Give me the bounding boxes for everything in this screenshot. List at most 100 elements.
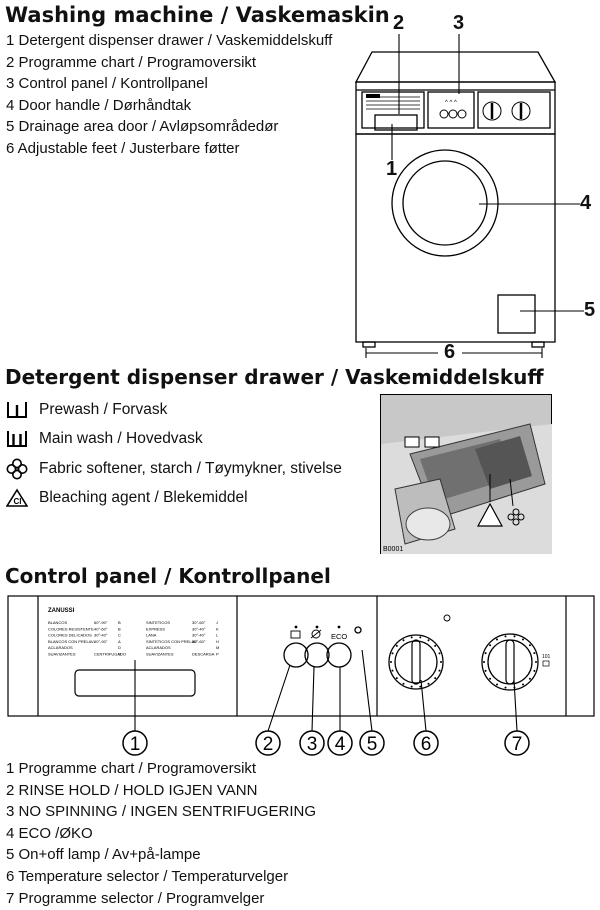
bleaching-agent-label: Bleaching agent / Blekemiddel: [39, 489, 248, 507]
list-item: 4 ECO /ØKO: [6, 824, 93, 842]
main-wash-label: Main wash / Hovedvask: [39, 430, 203, 448]
rinse-hold-button[interactable]: [283, 642, 309, 668]
svg-text:Cl: Cl: [14, 497, 22, 506]
section-title-control-panel: Control panel / Kontrollpanel: [5, 564, 331, 588]
programme-chart-name: LANA: [146, 633, 157, 638]
programme-chart-code: B: [118, 626, 121, 631]
dial-tick: [427, 682, 430, 685]
programme-chart-code: A: [118, 639, 121, 644]
eco-button[interactable]: [326, 642, 352, 668]
fabric-softener-label: Fabric softener, starch / Tøymykner, sti…: [39, 459, 342, 477]
programme-chart-temp: 30°-40°: [192, 633, 206, 638]
dial-tick: [535, 661, 537, 663]
list-item: 5 On+off lamp / Av+på-lampe: [6, 846, 201, 864]
dial-tick: [395, 677, 398, 680]
dial-tick: [438, 652, 441, 655]
callout-4: 4: [580, 192, 592, 214]
programme-chart-temp: 30°-40°: [192, 626, 206, 631]
programme-chart-code: C: [118, 633, 121, 638]
programme-chart-name: SUAVIZANTES: [146, 652, 174, 657]
programme-selector-dial[interactable]: [481, 633, 539, 691]
dial-tick: [410, 685, 413, 688]
programme-chart-temp: 30°-60°: [192, 639, 206, 644]
list-item: 6 Adjustable feet / Justerbare føtter: [6, 139, 240, 157]
dial-tick: [513, 635, 516, 638]
programme-chart-code: D: [118, 645, 121, 650]
callout-2: 2: [393, 12, 405, 34]
dial-tick: [504, 635, 507, 638]
dial-tick: [533, 652, 536, 655]
dial-tick: [528, 644, 531, 647]
washing-machine-illustration: ^ ^ ^: [354, 34, 584, 358]
list-item: Prewash / Forvask: [6, 395, 342, 425]
dial-tick: [489, 644, 492, 647]
dial-tick: [419, 685, 422, 688]
section-title-dispenser-drawer: Detergent dispenser drawer / Vaskemiddel…: [5, 365, 544, 389]
on-off-lamp: [354, 626, 362, 634]
programme-chart-name: BLANCOS CON PRELAV.: [48, 639, 94, 644]
programme-chart-temp: 40°-60°: [94, 626, 108, 631]
dial-tick: [438, 669, 441, 672]
dial-tick: [434, 677, 437, 680]
no-spin-button[interactable]: [304, 642, 330, 668]
list-item: 6 Temperature selector / Temperaturvelge…: [6, 867, 289, 885]
callout-7: 7: [512, 734, 523, 755]
list-item: 2 RINSE HOLD / HOLD IGJEN VANN: [6, 781, 258, 799]
callout-6: 6: [444, 341, 456, 363]
list-item: 4 Door handle / Dørhåndtak: [6, 96, 192, 114]
programme-chart-name: ACLARADOS: [146, 645, 171, 650]
dial-tick: [496, 638, 498, 641]
list-item: Cl Bleaching agent / Blekemiddel: [6, 484, 342, 514]
control-panel-illustration: ZANUSSI BLANCOS 60°-90° B COLORES RESISTENT…: [7, 595, 595, 717]
list-item: 1 Detergent dispenser drawer / Vaskemidd…: [6, 32, 333, 49]
list-item: 1 Programme chart / Programoversikt: [6, 760, 257, 777]
section-title-washing-machine: Washing machine / Vaskemaskin: [5, 3, 390, 27]
programme-chart-name: COLORES RESISTENTE: [48, 626, 94, 631]
dial-tick: [410, 636, 413, 639]
callout-5: 5: [584, 299, 596, 321]
fabric-softener-icon: [6, 458, 39, 480]
dial-tick: [440, 661, 442, 663]
programme-chart-name: EXPRESS: [146, 626, 165, 631]
callout-6: 6: [421, 734, 432, 755]
programme-chart-code: M: [216, 645, 219, 650]
dial-tick: [528, 677, 531, 680]
svg-text:101: 101: [542, 654, 551, 660]
programme-chart-code: J: [216, 620, 218, 625]
prewash-icon: [6, 401, 39, 419]
dial-tick: [496, 683, 498, 686]
programme-chart-name: BLANCOS: [48, 620, 67, 625]
dial-tick: [484, 669, 487, 672]
dial-tick: [434, 644, 437, 647]
temperature-symbol-icon: [443, 614, 451, 622]
programme-chart-temp: DESCARGA: [192, 652, 215, 657]
programme-chart-code: L: [216, 633, 219, 638]
brand-logo: ZANUSSI: [48, 608, 75, 614]
dispenser-drawer-photo: B0001: [380, 394, 552, 554]
dial-tick: [533, 669, 536, 672]
programme-chart-name: SINTETICOS: [146, 620, 170, 625]
programme-chart-code: B: [118, 620, 121, 625]
photo-code: B0001: [383, 546, 403, 553]
programme-chart-name: SUAVIZANTES: [48, 652, 76, 657]
dial-tick: [391, 652, 394, 655]
rinse-hold-icon: [290, 630, 301, 639]
list-item: 2 Programme chart / Programoversikt: [6, 53, 257, 71]
callout-4: 4: [335, 734, 346, 755]
callout-1: 1: [130, 734, 141, 755]
programme-chart-temp: 60°-90°: [94, 639, 108, 644]
machine-parts-list: 1 Detergent dispenser drawer / Vaskemidd…: [6, 30, 332, 160]
dial-tick: [402, 639, 405, 642]
dial-tick: [504, 686, 507, 689]
list-item: Main wash / Hovedvask: [6, 425, 342, 455]
list-item: 3 NO SPINNING / INGEN SENTRIFUGERING: [6, 803, 317, 821]
callout-5: 5: [367, 734, 378, 755]
dial-tick: [489, 677, 492, 680]
control-panel-callouts: 1 2 3 4 5 6 7: [122, 650, 530, 756]
programme-chart-code: H: [216, 639, 219, 644]
list-item: 7 Programme selector / Programvelger: [6, 889, 265, 907]
programme-chart-temp: 30°-40°: [94, 633, 108, 638]
temperature-selector-dial[interactable]: [388, 634, 444, 690]
bleaching-agent-icon: Cl: [6, 488, 39, 508]
dial-tick: [522, 683, 524, 686]
